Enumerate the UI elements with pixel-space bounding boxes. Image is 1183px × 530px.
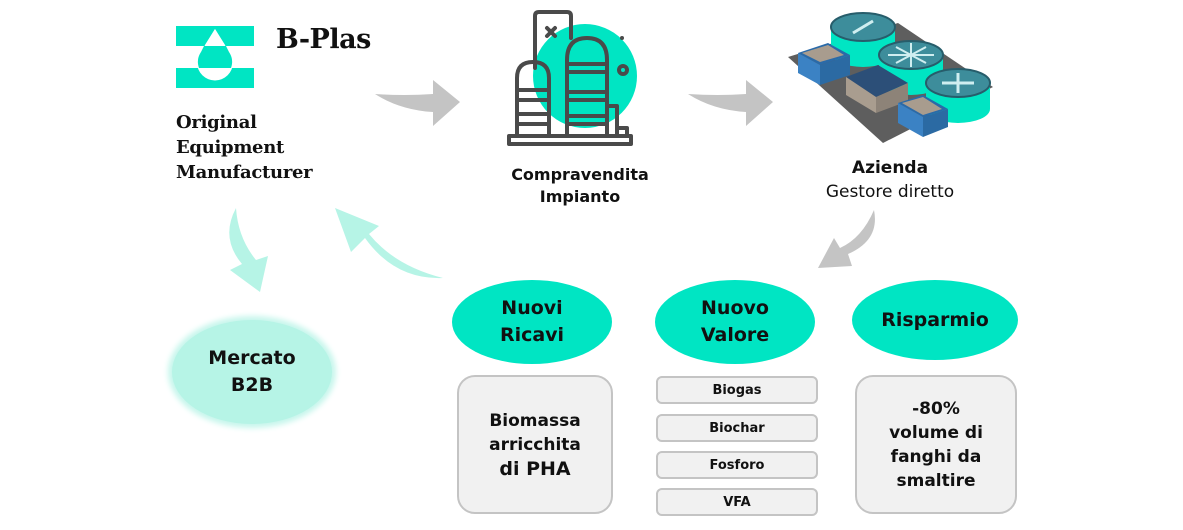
benefit-card-biomassa: Biomassa arricchita di PHA <box>457 375 613 514</box>
industrial-plant-icon <box>507 10 637 146</box>
plant-line: Impianto <box>539 187 621 206</box>
oem-line: Original <box>176 112 257 133</box>
company-subtitle: Gestore diretto <box>825 182 955 202</box>
arrow-plant-to-company-icon <box>688 80 773 126</box>
card-line: arricchita <box>489 434 581 455</box>
arrow-oem-to-market-icon <box>229 208 268 292</box>
benefit-title-line: Nuovo <box>701 297 769 319</box>
oem-line: Equipment <box>176 137 285 158</box>
company-title: Azienda <box>851 158 929 178</box>
benefit-title-line: Nuovi <box>501 297 563 319</box>
market-ellipse: Mercato B2B <box>172 320 332 424</box>
b-plas-logo-icon <box>176 26 254 88</box>
market-line: Mercato <box>208 347 296 369</box>
value-item-fosforo: Fosforo <box>656 451 818 479</box>
arrow-company-to-benefits-icon <box>818 210 875 268</box>
arrow-benefits-to-oem-icon <box>335 208 443 279</box>
plant-line: Compravendita <box>511 165 649 184</box>
benefit-title-line: Valore <box>700 324 770 346</box>
card-line: -80% <box>912 398 960 419</box>
card-line: volume di <box>889 422 983 443</box>
oem-line: Manufacturer <box>176 162 313 183</box>
benefit-ellipse-nuovo-valore: Nuovo Valore <box>655 280 815 364</box>
card-line: di PHA <box>499 457 571 480</box>
benefit-ellipse-nuovi-ricavi: Nuovi Ricavi <box>452 280 612 364</box>
value-item-vfa: VFA <box>656 488 818 516</box>
card-line: fanghi da <box>890 446 982 467</box>
value-item-biochar: Biochar <box>656 414 818 442</box>
card-line: smaltire <box>896 470 976 491</box>
treatment-facility-icon <box>788 12 993 143</box>
card-line: Biomassa <box>489 410 581 431</box>
benefit-card-risparmio: -80% volume di fanghi da smaltire <box>855 375 1017 514</box>
plant-label: Compravendita Impianto <box>470 164 690 208</box>
company-label: Azienda Gestore diretto <box>790 156 990 204</box>
oem-label: Original Equipment Manufacturer <box>176 110 313 185</box>
value-item-biogas: Biogas <box>656 376 818 404</box>
benefit-title-line: Ricavi <box>499 324 565 346</box>
benefit-title-line: Risparmio <box>881 308 989 331</box>
brand-name: B-Plas <box>276 24 371 55</box>
market-line: B2B <box>230 374 274 396</box>
arrow-oem-to-plant-icon <box>375 80 460 126</box>
benefit-ellipse-risparmio: Risparmio <box>852 280 1018 360</box>
